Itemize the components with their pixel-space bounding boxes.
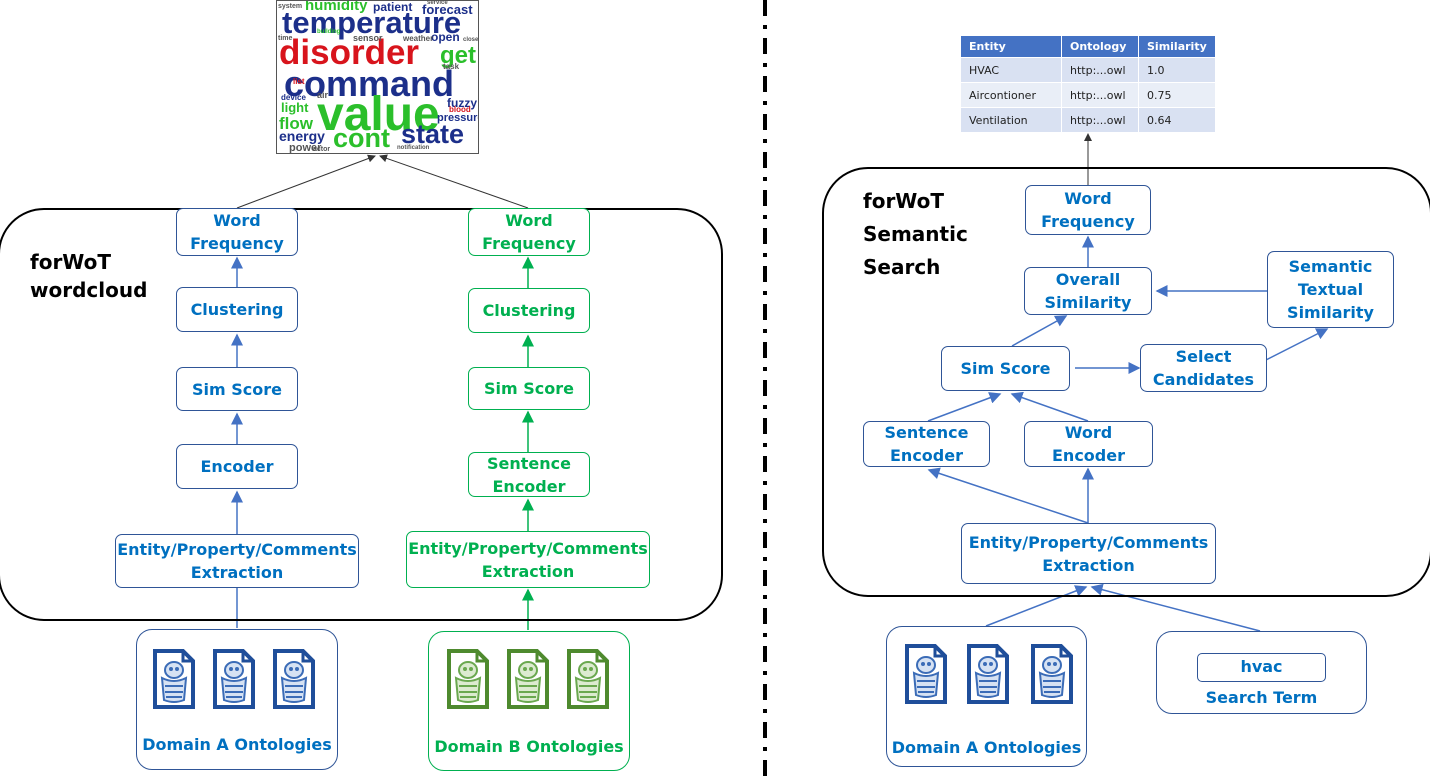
wc-word: light	[281, 100, 309, 115]
wc-word: fuzzy	[447, 96, 477, 110]
search-term-label: Search Term	[1205, 688, 1318, 707]
wc-word: power	[289, 142, 322, 154]
wc-word: forecast	[422, 2, 473, 17]
table-header: Entity	[961, 36, 1062, 58]
wc-word: list	[293, 77, 305, 86]
table-row: Aircontioner http:...owl 0.75	[961, 82, 1216, 108]
group-label: Domain A Ontologies	[142, 735, 332, 754]
ontology-document-icon	[212, 648, 256, 710]
wc-word: value	[317, 88, 440, 141]
sim-score-b: Sim Score	[468, 367, 590, 410]
wc-word: get	[440, 42, 476, 69]
ontology-document-icon	[966, 643, 1010, 705]
panel-title: forWoT Semantic Search	[863, 189, 968, 279]
table-header-row: Entity Ontology Similarity	[961, 36, 1216, 58]
table-cell: http:...owl	[1061, 107, 1139, 132]
wc-word: sensor	[353, 33, 383, 43]
forwot-semantic-search-panel	[822, 167, 1430, 597]
wc-word: close	[463, 37, 479, 43]
wc-word: actor	[313, 146, 331, 153]
group-label: Domain A Ontologies	[891, 738, 1082, 757]
sim-score-a: Sim Score	[176, 367, 298, 411]
wc-word: energy	[279, 128, 325, 144]
ontology-document-icon	[446, 648, 490, 710]
table-cell: 0.64	[1138, 107, 1216, 132]
wc-word: weather	[403, 34, 434, 43]
table-cell: Ventilation	[961, 107, 1062, 132]
wc-word: task	[443, 62, 460, 71]
table-row: Ventilation http:...owl 0.64	[961, 107, 1216, 132]
wc-word: temperature	[282, 5, 462, 40]
wc-word: notification	[397, 145, 430, 151]
wc-word: cont	[333, 123, 390, 153]
sim-score-right: Sim Score	[941, 346, 1070, 391]
table-cell: Aircontioner	[961, 82, 1062, 108]
word-cloud-image: temperature disorder command value state…	[276, 0, 479, 154]
wc-word: command	[284, 63, 455, 104]
wc-word: device	[281, 93, 306, 102]
table-header: Similarity	[1138, 36, 1216, 58]
wc-word: air	[317, 90, 329, 100]
clustering-a: Clustering	[176, 287, 298, 332]
wc-word: blood	[449, 105, 471, 114]
search-term-group: Search Term	[1156, 631, 1367, 714]
ontology-document-icon	[904, 643, 948, 705]
table-header: Ontology	[1061, 36, 1139, 58]
table-row: HVAC http:...owl 1.0	[961, 57, 1216, 83]
wc-word: service	[427, 0, 448, 6]
wc-word: pressure	[437, 112, 479, 124]
ontology-document-icon	[506, 648, 550, 710]
wc-word: patient	[373, 0, 413, 14]
wc-word: state	[401, 119, 465, 149]
search-term-input[interactable]: hvac	[1197, 653, 1326, 682]
ontology-document-icon	[566, 648, 610, 710]
table-cell: http:...owl	[1061, 57, 1139, 83]
wc-word: building	[317, 29, 341, 35]
table-cell: 1.0	[1138, 57, 1216, 83]
ontology-document-icon	[272, 648, 316, 710]
group-label: Domain B Ontologies	[434, 737, 624, 756]
table-cell: HVAC	[961, 57, 1062, 83]
wc-word: system	[278, 3, 303, 10]
encoder-a: Encoder	[176, 444, 298, 489]
table-cell: http:...owl	[1061, 82, 1139, 108]
wc-word: disorder	[279, 33, 420, 72]
ontology-document-icon	[152, 648, 196, 710]
wc-word: flow	[279, 114, 313, 133]
table-cell: 0.75	[1138, 82, 1216, 108]
ontology-document-icon	[1030, 643, 1074, 705]
wc-word: humidity	[305, 0, 368, 14]
clustering-b: Clustering	[468, 288, 590, 333]
wc-word: open	[431, 30, 460, 44]
panel-title: forWoT wordcloud	[30, 250, 148, 302]
forwot-wordcloud-panel	[0, 208, 723, 621]
similarity-results-table: Entity Ontology Similarity HVAC http:...…	[961, 36, 1216, 132]
wc-word: time	[278, 35, 293, 42]
